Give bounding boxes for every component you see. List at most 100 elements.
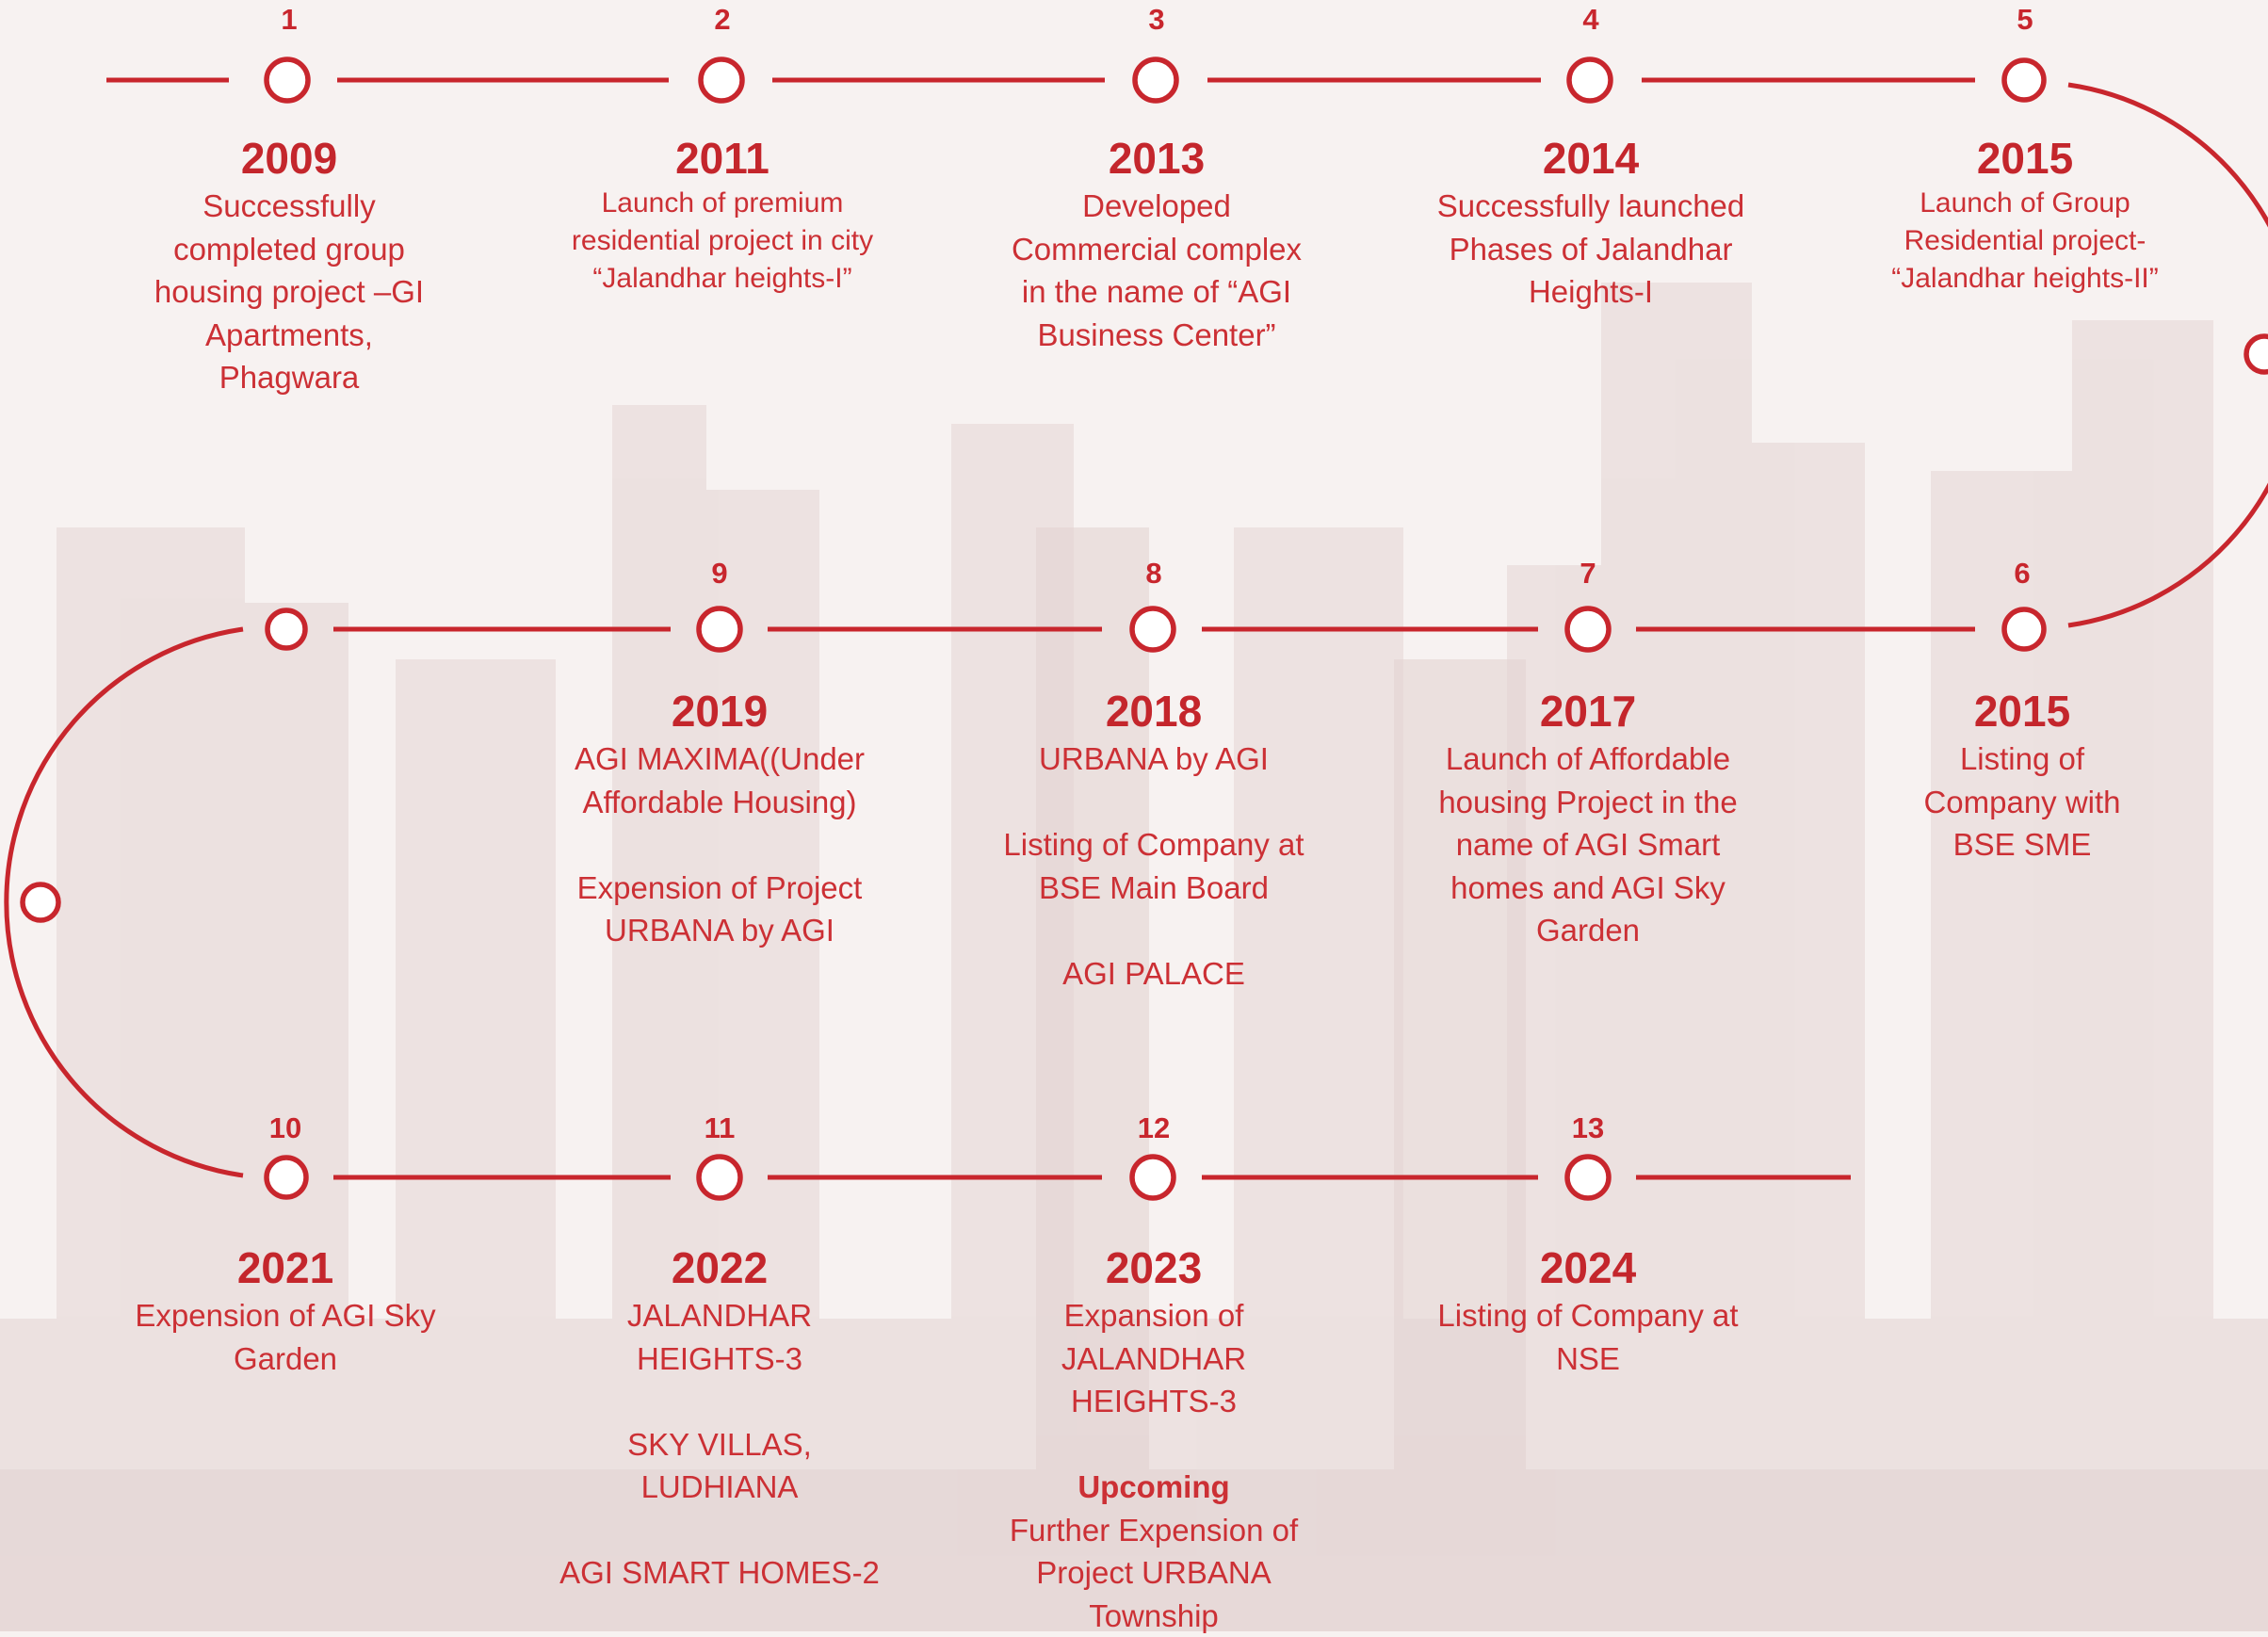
milestone-description-line: Expension of AGI Sky bbox=[97, 1294, 474, 1337]
milestone-description-line: Launch of Group bbox=[1837, 185, 2213, 222]
curve-end-node bbox=[267, 610, 305, 648]
milestone-description-line: Expansion of bbox=[965, 1294, 1342, 1337]
milestone-description-line: name of AGI Smart bbox=[1400, 823, 1776, 867]
milestone-year: 2018 bbox=[965, 687, 1342, 736]
step-number: 11 bbox=[625, 1111, 814, 1145]
step-number: 5 bbox=[1931, 3, 2119, 37]
milestone-description-line: Garden bbox=[1400, 909, 1776, 952]
milestone-description-line bbox=[965, 781, 1342, 824]
milestone-node-7 bbox=[1567, 608, 1609, 650]
milestone-year: 2014 bbox=[1402, 134, 1779, 183]
milestone-description-line: Project URBANA bbox=[965, 1551, 1342, 1595]
milestone-node-10 bbox=[267, 1158, 306, 1197]
milestone-description-line: URBANA by AGI bbox=[531, 909, 908, 952]
milestone-description-line: housing project –GI bbox=[101, 270, 478, 314]
milestone-description-line: Successfully bbox=[101, 185, 478, 228]
milestone-description-line: BSE Main Board bbox=[965, 867, 1342, 910]
milestone-node-13 bbox=[1567, 1157, 1609, 1198]
milestone-description-line: HEIGHTS-3 bbox=[965, 1380, 1342, 1423]
milestone-description-line: SKY VILLAS, bbox=[531, 1423, 908, 1467]
milestone-description-line: Heights-I bbox=[1402, 270, 1779, 314]
milestone-node-5 bbox=[2004, 60, 2044, 100]
step-number: 2 bbox=[628, 3, 817, 37]
step-number: 10 bbox=[191, 1111, 380, 1145]
milestone-year: 2019 bbox=[531, 687, 908, 736]
milestone-description-line: Commercial complex bbox=[968, 228, 1345, 271]
milestone-description-line: housing Project in the bbox=[1400, 781, 1776, 824]
milestone-description-line: AGI MAXIMA((Under bbox=[531, 737, 908, 781]
milestone-description-line: “Jalandhar heights-I” bbox=[534, 260, 911, 298]
milestone-description-line: Township bbox=[965, 1595, 1342, 1637]
milestone-description-line bbox=[965, 909, 1342, 952]
curve-node-right bbox=[2246, 336, 2268, 372]
milestone-description-line: “Jalandhar heights-II” bbox=[1837, 260, 2213, 298]
milestone-node-1 bbox=[267, 59, 308, 101]
milestone-year: 2024 bbox=[1400, 1243, 1776, 1292]
milestone-description-line: homes and AGI Sky bbox=[1400, 867, 1776, 910]
milestone-description-line: residential project in city bbox=[534, 222, 911, 260]
milestone-year: 2022 bbox=[531, 1243, 908, 1292]
step-number: 8 bbox=[1060, 557, 1248, 591]
milestone-description-line: Residential project- bbox=[1837, 222, 2213, 260]
milestone-description-line: Further Expension of bbox=[965, 1509, 1342, 1552]
step-number: 9 bbox=[625, 557, 814, 591]
milestone-description-line: NSE bbox=[1400, 1337, 1776, 1381]
milestone-description-line: Expension of Project bbox=[531, 867, 908, 910]
milestone-year: 2015 bbox=[1834, 687, 2211, 736]
milestone-description-line: LUDHIANA bbox=[531, 1466, 908, 1509]
milestone-description-line: AGI PALACE bbox=[965, 952, 1342, 996]
milestone-description-line: Phases of Jalandhar bbox=[1402, 228, 1779, 271]
step-number: 7 bbox=[1494, 557, 1682, 591]
milestone-description-line: Company with bbox=[1834, 781, 2211, 824]
milestone-description-line: Listing of bbox=[1834, 737, 2211, 781]
step-number: 1 bbox=[195, 3, 383, 37]
curve-node-left bbox=[23, 884, 58, 920]
upcoming-label: Upcoming bbox=[965, 1466, 1342, 1509]
milestone-year: 2015 bbox=[1837, 134, 2213, 183]
milestone-description-line: Listing of Company at bbox=[1400, 1294, 1776, 1337]
milestone-node-4 bbox=[1569, 59, 1611, 101]
milestone-description-line: Launch of premium bbox=[534, 185, 911, 222]
milestone-year: 2023 bbox=[965, 1243, 1342, 1292]
step-number: 4 bbox=[1497, 3, 1685, 37]
milestone-description-line bbox=[965, 1423, 1342, 1467]
milestone-description-line bbox=[531, 1509, 908, 1552]
milestone-description-line: URBANA by AGI bbox=[965, 737, 1342, 781]
milestone-description-line: Launch of Affordable bbox=[1400, 737, 1776, 781]
milestone-description-line: JALANDHAR bbox=[965, 1337, 1342, 1381]
milestone-description-line bbox=[531, 1380, 908, 1423]
step-number: 3 bbox=[1062, 3, 1251, 37]
milestone-year: 2017 bbox=[1400, 687, 1776, 736]
milestone-description-line: Business Center” bbox=[968, 314, 1345, 357]
milestone-description-line: Developed bbox=[968, 185, 1345, 228]
milestone-node-6 bbox=[2004, 609, 2044, 649]
milestone-node-2 bbox=[701, 59, 742, 101]
milestone-description-line: Affordable Housing) bbox=[531, 781, 908, 824]
milestone-description-line: AGI SMART HOMES-2 bbox=[531, 1551, 908, 1595]
milestone-description-line: completed group bbox=[101, 228, 478, 271]
milestone-year: 2011 bbox=[534, 134, 911, 183]
milestone-description-line: Successfully launched bbox=[1402, 185, 1779, 228]
milestone-node-12 bbox=[1132, 1157, 1174, 1198]
milestone-node-3 bbox=[1135, 59, 1176, 101]
milestone-description-line: BSE SME bbox=[1834, 823, 2211, 867]
milestone-year: 2009 bbox=[101, 134, 478, 183]
milestone-node-11 bbox=[699, 1157, 740, 1198]
milestone-description-line: Listing of Company at bbox=[965, 823, 1342, 867]
milestone-description-line: JALANDHAR bbox=[531, 1294, 908, 1337]
milestone-description-line: Apartments, bbox=[101, 314, 478, 357]
milestone-year: 2021 bbox=[97, 1243, 474, 1292]
milestone-description-line: Phagwara bbox=[101, 356, 478, 399]
milestone-node-8 bbox=[1132, 608, 1174, 650]
